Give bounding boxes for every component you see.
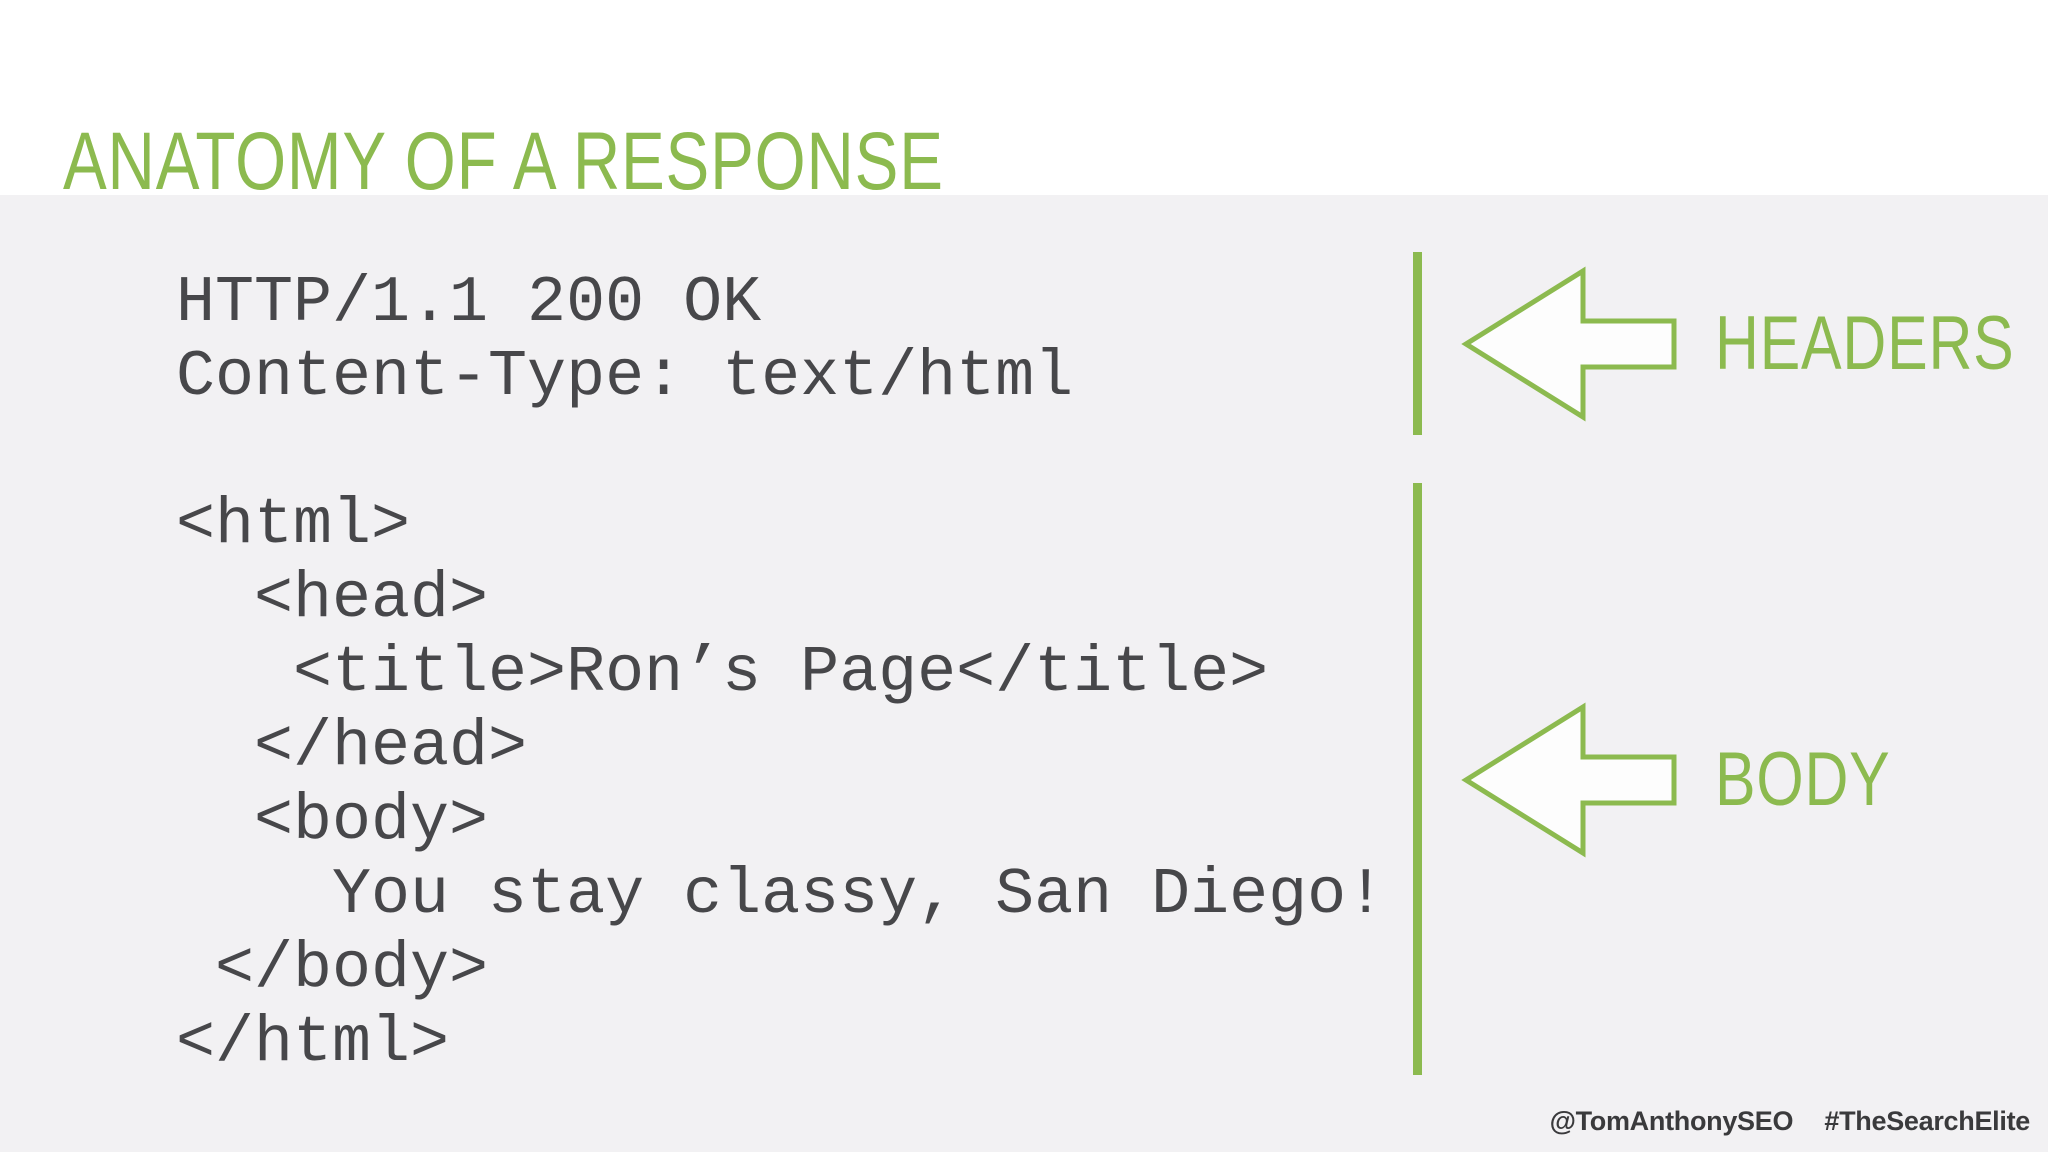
- headers-section-rule: [1413, 252, 1422, 435]
- response-code: HTTP/1.1 200 OK Content-Type: text/html …: [176, 266, 1386, 1080]
- headers-left-arrow-icon: [1461, 266, 1677, 422]
- footer-twitter-handle: @TomAnthonySEO: [1549, 1106, 1794, 1136]
- body-left-arrow-icon: [1461, 702, 1677, 858]
- body-label: BODY: [1715, 737, 1891, 822]
- content-background: [0, 195, 2048, 1152]
- page-title: ANATOMY OF A RESPONSE: [63, 115, 944, 207]
- body-section-rule: [1413, 483, 1422, 1075]
- footer: @TomAnthonySEO #TheSearchElite: [1549, 1106, 2031, 1137]
- footer-hashtag: #TheSearchElite: [1824, 1106, 2030, 1136]
- headers-label: HEADERS: [1715, 301, 2015, 386]
